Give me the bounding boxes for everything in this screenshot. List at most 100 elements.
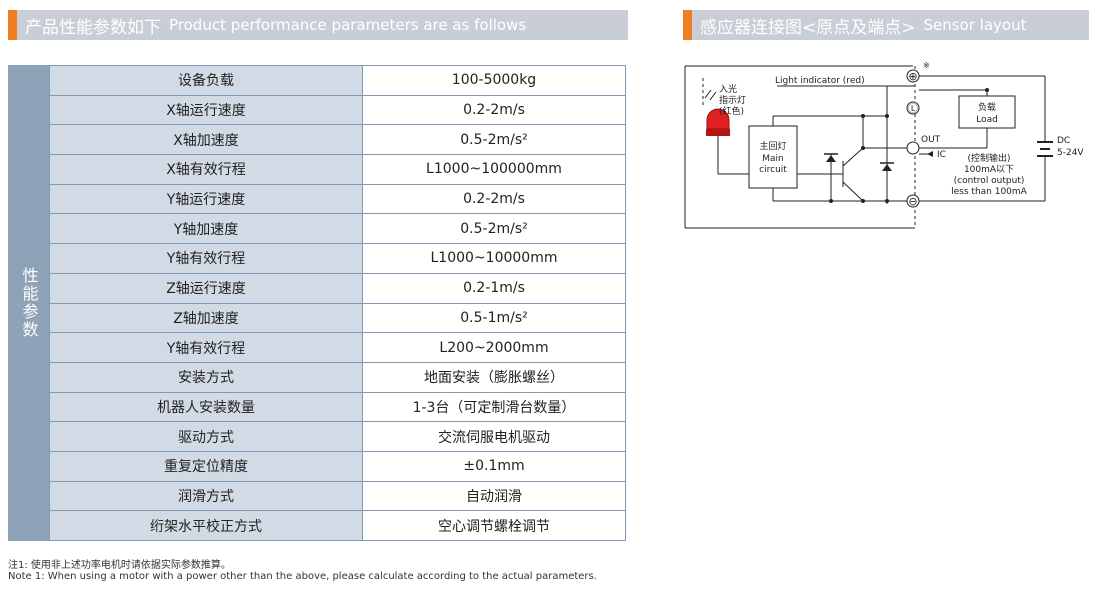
junction-dot — [985, 88, 989, 92]
header-accent-bar — [8, 10, 17, 40]
param-name: Y轴运行速度 — [49, 183, 363, 215]
table-row: 重复定位精度±0.1mm — [49, 450, 626, 482]
param-value: 自动润滑 — [362, 480, 626, 512]
junction-dot — [861, 146, 865, 150]
param-name: 绗架水平校正方式 — [49, 510, 363, 541]
param-value: 0.5-2m/s² — [362, 213, 626, 245]
terminal-out-circle — [906, 141, 920, 155]
param-value: L1000~10000mm — [362, 243, 626, 274]
param-name: 驱动方式 — [49, 421, 363, 452]
zener-diode-icon — [882, 164, 892, 171]
transistor-emitter — [842, 181, 864, 202]
param-value: L1000~100000mm — [362, 154, 626, 185]
out-label: OUT — [921, 135, 941, 145]
param-name: 重复定位精度 — [49, 450, 363, 482]
footnote-en: Note 1: When using a motor with a power … — [8, 571, 597, 582]
terminal-minus-symbol: ⊖ — [908, 195, 917, 208]
table-row: 绗架水平校正方式空心调节螺栓调节 — [49, 510, 626, 541]
param-value: 地面安装（膨胀螺丝） — [362, 361, 626, 393]
side-label: 性能参数 — [8, 65, 49, 541]
table-row: 安装方式地面安装（膨胀螺丝） — [49, 361, 626, 393]
param-name: X轴有效行程 — [49, 154, 363, 185]
load-zh: 负载 — [978, 101, 996, 113]
load-en: Load — [976, 115, 998, 125]
light-indicator-label: Light indicator (red) — [775, 76, 865, 86]
junction-dot — [829, 199, 833, 203]
sensor-layout-title-en: Sensor layout — [923, 16, 1027, 34]
incident-light-label: 入光 — [719, 83, 737, 95]
transistor-collector — [842, 147, 864, 167]
load-box — [958, 95, 1016, 129]
terminal-minus-circle — [906, 194, 920, 208]
table-row: 驱动方式交流伺服电机驱动 — [49, 421, 626, 452]
header-accent-bar — [683, 10, 692, 40]
side-label-text: 性能参数 — [19, 267, 39, 339]
junction-dot — [885, 114, 889, 118]
param-value: 0.5-1m/s² — [362, 302, 626, 334]
table-row: 润滑方式自动润滑 — [49, 480, 626, 512]
dc-label: DC — [1057, 136, 1070, 146]
ic-label: IC — [937, 150, 946, 160]
zener-diode-icon — [826, 155, 836, 162]
red-lamp-icon — [704, 89, 730, 136]
param-value: L200~2000mm — [362, 332, 626, 363]
wiring-svg: Light indicator (red) 入光 指示灯 (红色) 主回灯 Ma… — [684, 61, 1084, 229]
voltage-label: 5-24V — [1057, 148, 1084, 158]
main-circuit-en: Main — [762, 154, 784, 164]
param-value: 0.2-2m/s — [362, 183, 626, 215]
control-output-label: less than 100mA — [951, 187, 1028, 197]
param-name: 机器人安装数量 — [49, 391, 363, 423]
main-circuit-zh: 主回灯 — [759, 140, 786, 152]
ic-arrow-head — [927, 151, 933, 157]
param-name: 设备负载 — [49, 65, 363, 96]
junction-dot — [861, 114, 865, 118]
junction-dot — [861, 199, 865, 203]
param-name: 安装方式 — [49, 361, 363, 393]
param-name: Z轴加速度 — [49, 302, 363, 334]
control-output-label: 100mA以下 — [964, 165, 1014, 175]
param-name: X轴运行速度 — [49, 94, 363, 126]
incident-light-label: (红色) — [719, 105, 744, 117]
param-value: 0.2-1m/s — [362, 272, 626, 304]
terminal-l-circle — [906, 101, 920, 115]
param-name: Y轴有效行程 — [49, 332, 363, 363]
param-name: Y轴有效行程 — [49, 243, 363, 274]
control-output-label: (控制输出) — [967, 152, 1010, 164]
sensor-wiring-diagram: Light indicator (red) 入光 指示灯 (红色) 主回灯 Ma… — [683, 56, 1089, 232]
param-value: 0.5-2m/s² — [362, 124, 626, 156]
param-name: 润滑方式 — [49, 480, 363, 512]
note-mark-icon: ※ — [923, 61, 930, 70]
param-name: Y轴加速度 — [49, 213, 363, 245]
param-value: ±0.1mm — [362, 450, 626, 482]
param-name: X轴加速度 — [49, 124, 363, 156]
sensor-layout-header: 感应器连接图<原点及端点> Sensor layout — [683, 10, 1089, 40]
terminal-plus-symbol: ⊕ — [908, 70, 917, 83]
param-value: 100-5000kg — [362, 65, 626, 96]
terminal-plus-circle — [906, 69, 920, 83]
param-value: 交流伺服电机驱动 — [362, 421, 626, 452]
product-params-title-en: Product performance parameters are as fo… — [169, 16, 527, 34]
param-value: 空心调节螺栓调节 — [362, 510, 626, 541]
incident-light-label: 指示灯 — [719, 94, 746, 106]
param-value: 1-3台（可定制滑台数量） — [362, 391, 626, 423]
terminal-l-symbol: Ⓛ — [908, 103, 918, 115]
main-circuit-en: circuit — [759, 165, 787, 175]
param-value: 0.2-2m/s — [362, 94, 626, 126]
product-params-title-zh: 产品性能参数如下 — [25, 17, 161, 38]
control-output-label: (control output) — [954, 176, 1025, 186]
junction-dot — [885, 199, 889, 203]
footnote-zh: 注1: 使用非上述功率电机时请依据实际参数推算。 — [8, 560, 231, 571]
sensor-layout-title-zh: 感应器连接图<原点及端点> — [700, 17, 916, 38]
